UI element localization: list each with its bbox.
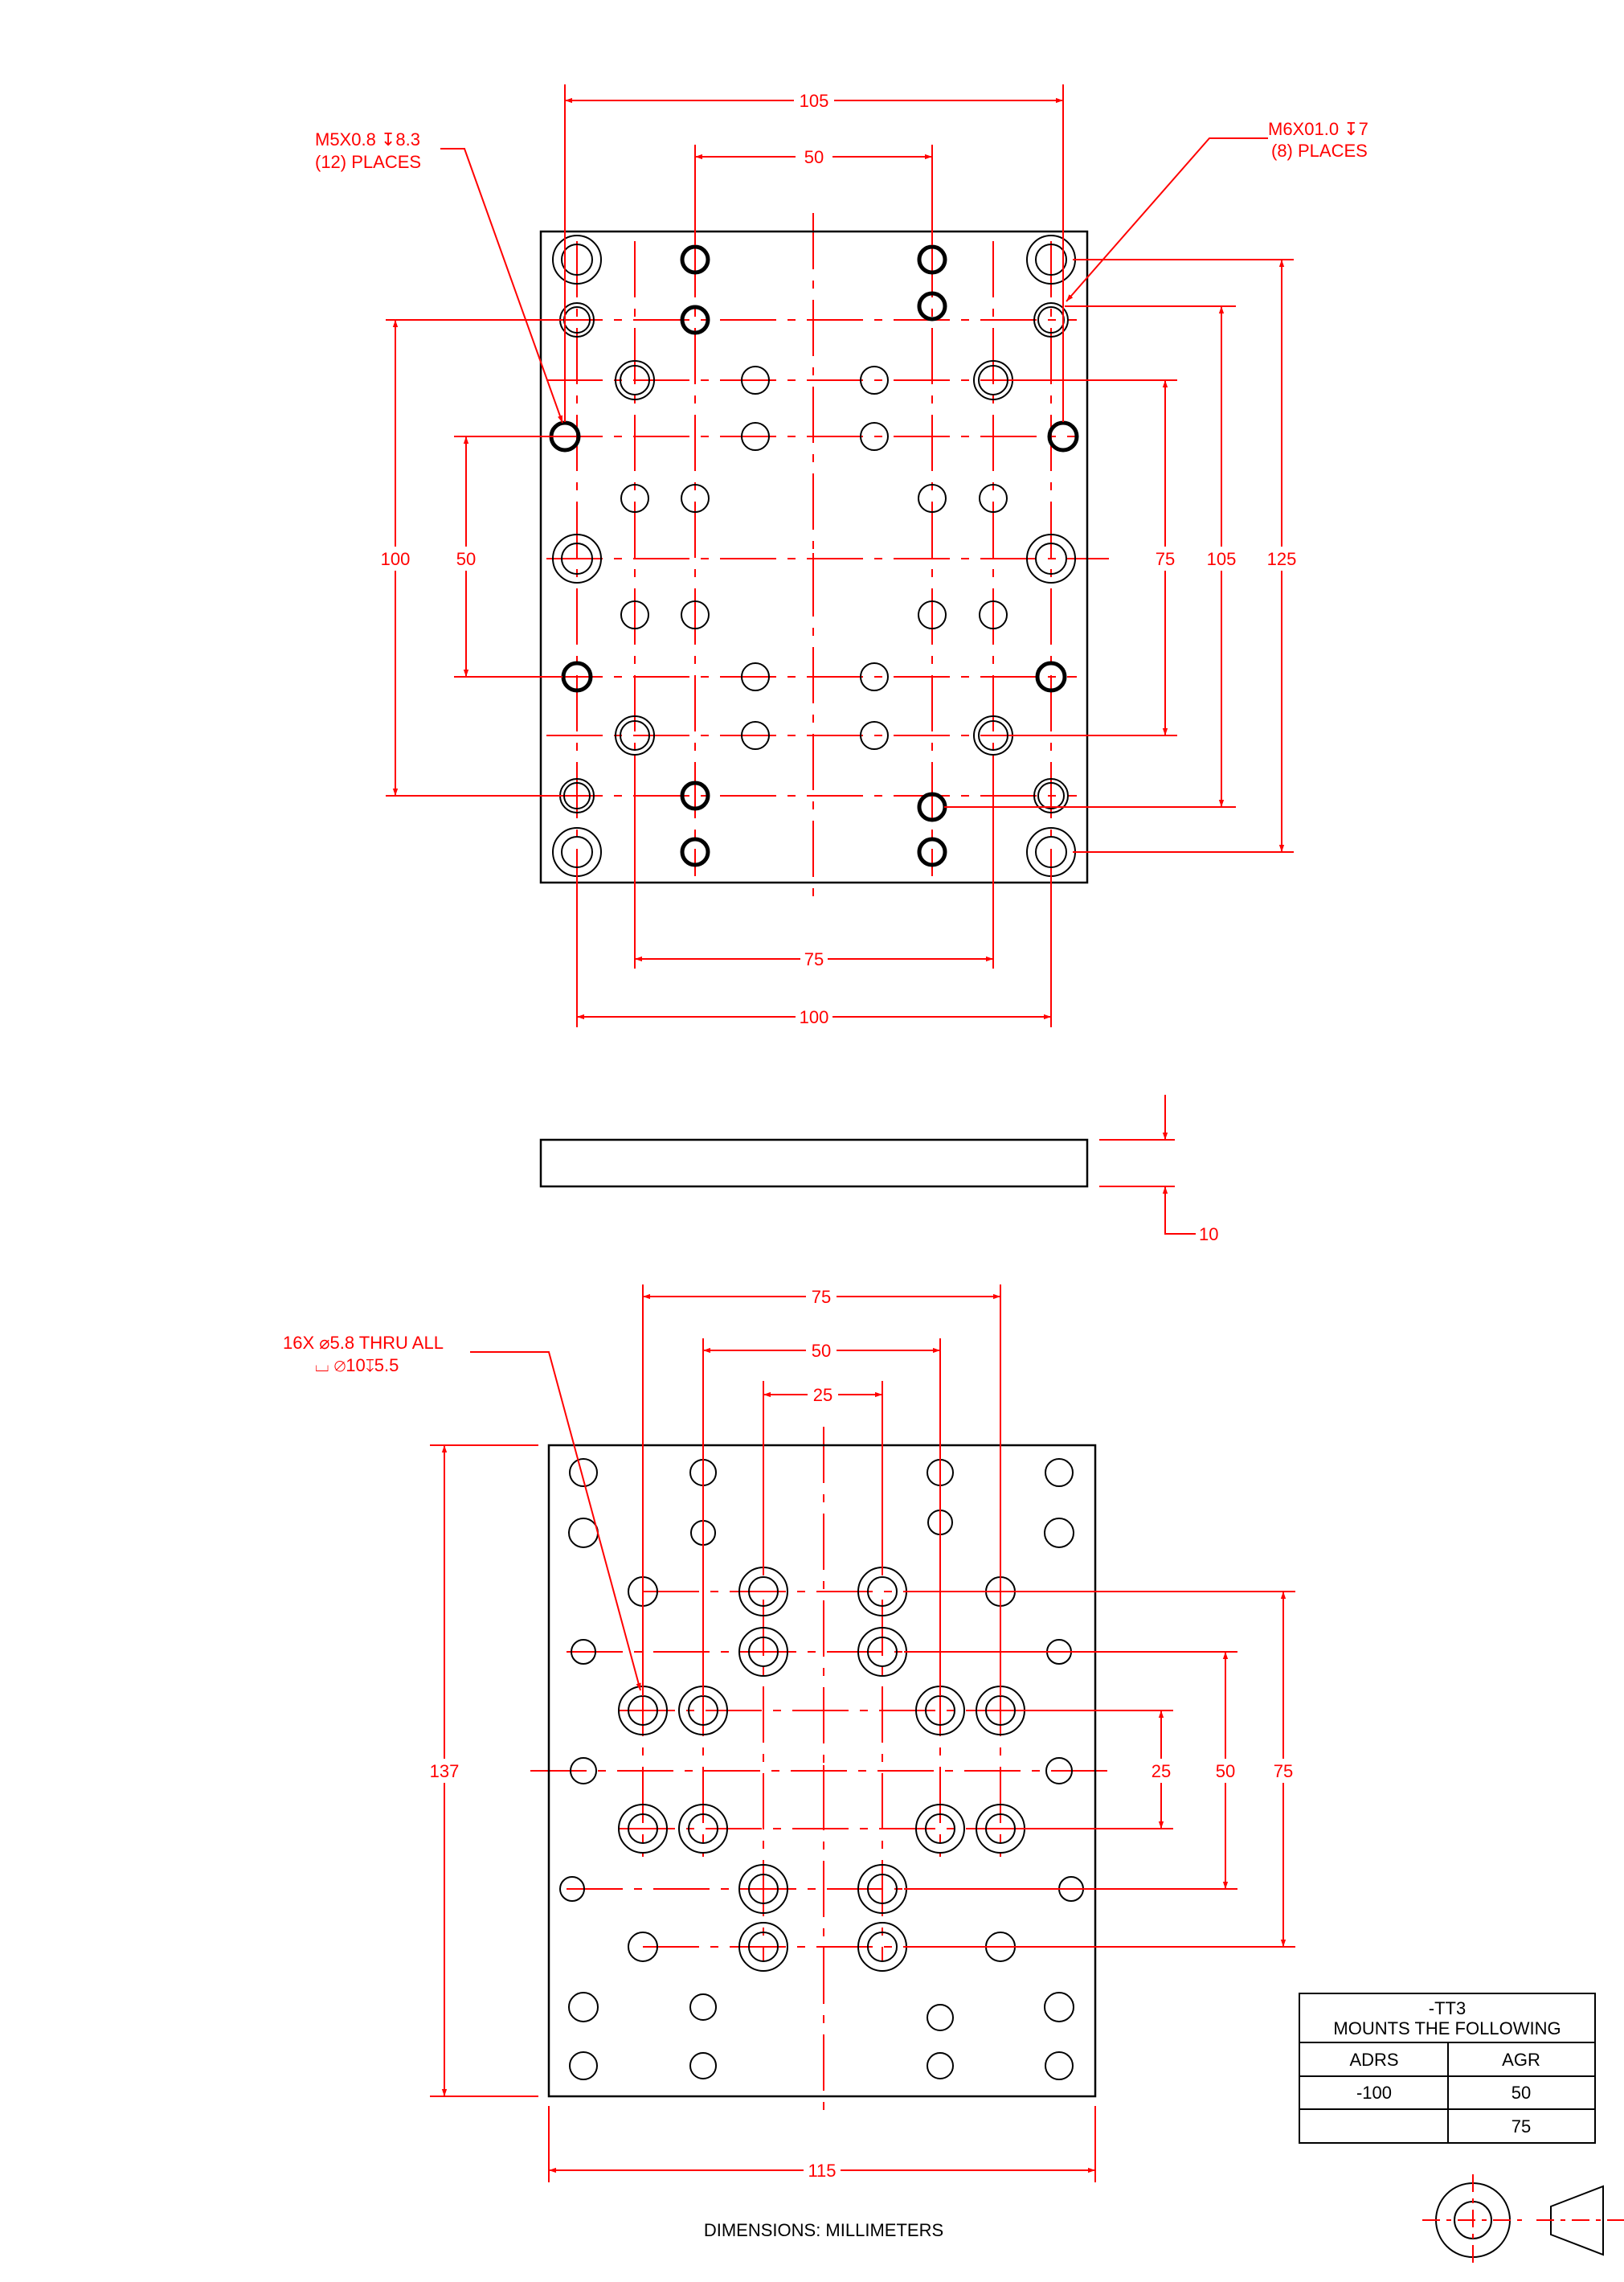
top-holes <box>549 235 1079 877</box>
side-view: 10 <box>539 1095 1218 1244</box>
dim-right-75: 75 <box>1156 549 1175 569</box>
table-cell: 50 <box>1512 2083 1531 2103</box>
dim-bottom-100: 100 <box>800 1007 829 1027</box>
callout-m5-line1: M5X0.8 ↧8.3 <box>315 129 420 150</box>
table-cell: 75 <box>1512 2116 1531 2137</box>
top-plate-outline <box>539 230 1089 884</box>
dim-bottom-115: 115 <box>808 2161 836 2181</box>
dim-bottom-top-75: 75 <box>812 1287 831 1307</box>
bottom-dim-labels: 75 50 25 137 25 50 75 115 16X ⌀5.8 THRU … <box>283 1284 1297 2182</box>
top-view: 105 50 100 50 75 105 125 75 100 M5X0.8 ↧… <box>315 84 1368 1029</box>
top-center-marks <box>808 379 819 736</box>
dim-bottom-right-25: 25 <box>1152 1761 1171 1781</box>
table-title: -TT3 <box>1429 1998 1466 2018</box>
dim-bottom-left-137: 137 <box>430 1761 460 1781</box>
units-note: DIMENSIONS: MILLIMETERS <box>704 2220 943 2240</box>
table-header-agr: AGR <box>1502 2050 1540 2070</box>
bottom-dimensions <box>430 1284 1295 2182</box>
dim-top-50: 50 <box>804 147 824 167</box>
table-cell: -100 <box>1356 2083 1392 2103</box>
dim-top-105: 105 <box>800 91 829 111</box>
bottom-holes <box>559 1458 1084 2080</box>
top-dim-labels: 105 50 100 50 75 105 125 75 100 M5X0.8 ↧… <box>315 88 1368 1029</box>
callout-m5-line2: (12) PLACES <box>315 152 421 172</box>
bottom-plate-outline <box>547 1444 1097 2098</box>
dim-bottom-right-50: 50 <box>1216 1761 1235 1781</box>
dim-right-105: 105 <box>1207 549 1237 569</box>
callout-thru-line1: 16X ⌀5.8 THRU ALL <box>283 1333 444 1353</box>
dim-bottom-top-25: 25 <box>813 1385 832 1405</box>
table-subtitle: MOUNTS THE FOLLOWING <box>1333 2018 1561 2038</box>
table-header-adrs: ADRS <box>1349 2050 1398 2070</box>
callout-m6-line2: (8) PLACES <box>1271 141 1368 161</box>
callout-thru-line2: ⌴ ⌀10↧5.5 <box>315 1355 399 1375</box>
dim-left-50: 50 <box>456 549 476 569</box>
dim-bottom-top-50: 50 <box>812 1341 831 1361</box>
dim-left-100: 100 <box>381 549 411 569</box>
top-centerlines <box>546 213 1109 896</box>
callout-m6-line1: M6X01.0 ↧7 <box>1268 119 1368 139</box>
dim-thickness-10: 10 <box>1199 1224 1218 1244</box>
third-angle-projection-icon <box>1422 2174 1624 2267</box>
dim-bottom-right-75: 75 <box>1274 1761 1293 1781</box>
dim-right-125: 125 <box>1267 549 1297 569</box>
mount-table: -TT3 MOUNTS THE FOLLOWING ADRS AGR -100 … <box>1299 1993 1596 2144</box>
bottom-view: 75 50 25 137 25 50 75 115 16X ⌀5.8 THRU … <box>283 1284 1297 2182</box>
bottom-center-marks <box>818 1591 829 1948</box>
side-plate-outline <box>539 1138 1089 1188</box>
dim-bottom-75: 75 <box>804 949 824 969</box>
